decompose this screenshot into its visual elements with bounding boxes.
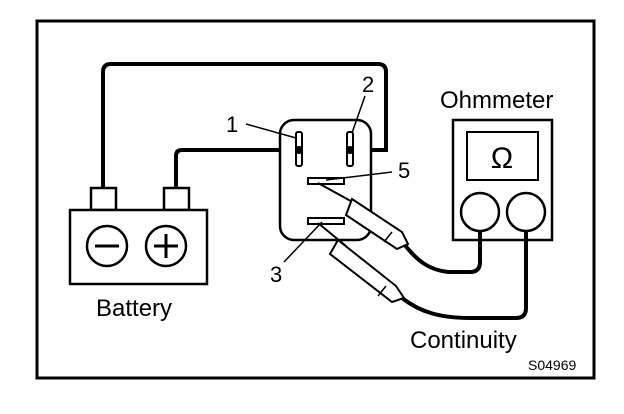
terminal-1-leader (245, 123, 297, 139)
terminal-5-label: 5 (398, 158, 410, 183)
ohmmeter-display (466, 131, 539, 181)
probe-5-grip (383, 231, 393, 243)
wire-positive-to-terminal-1 (174, 148, 298, 188)
probe-terminal-5 (317, 182, 410, 251)
battery-body (68, 208, 209, 286)
ohmmeter: Ω (451, 118, 554, 242)
probe-3-grip (377, 285, 387, 297)
terminal-5-blade (307, 177, 345, 185)
battery-positive-post (162, 186, 191, 212)
terminal-3-blade (307, 217, 345, 225)
probe-5-handle (344, 197, 410, 251)
terminal-2-leader (351, 95, 366, 134)
battery-negative-symbol (85, 224, 129, 268)
terminal-2-label: 2 (362, 72, 374, 97)
terminal-5-leader (325, 171, 393, 181)
terminal-1-label: 1 (226, 112, 238, 137)
ohmmeter-jack-left (459, 191, 501, 233)
terminal-3-label: 3 (270, 262, 282, 287)
battery-positive-symbol (144, 224, 188, 268)
figure-frame (35, 19, 596, 380)
wire-negative-to-terminal-2 (101, 62, 388, 188)
figure-code: S04969 (528, 357, 576, 373)
battery-label: Battery (96, 295, 172, 322)
probe-terminal-3 (317, 222, 406, 304)
battery-negative-post (89, 186, 118, 212)
terminal-3-leader (283, 221, 323, 263)
ohmmeter-label: Ohmmeter (440, 87, 553, 114)
probe-3-handle (328, 238, 406, 304)
ohmmeter-jack-right (505, 191, 547, 233)
battery (68, 186, 209, 286)
ohm-icon: Ω (491, 142, 513, 175)
continuity-label: Continuity (410, 327, 517, 354)
terminal-2-junction (346, 146, 354, 154)
terminal-1-junction (295, 146, 303, 154)
probe-lead-terminal-5-wire (402, 231, 482, 274)
probe-lead-terminal-3-wire (400, 231, 528, 320)
